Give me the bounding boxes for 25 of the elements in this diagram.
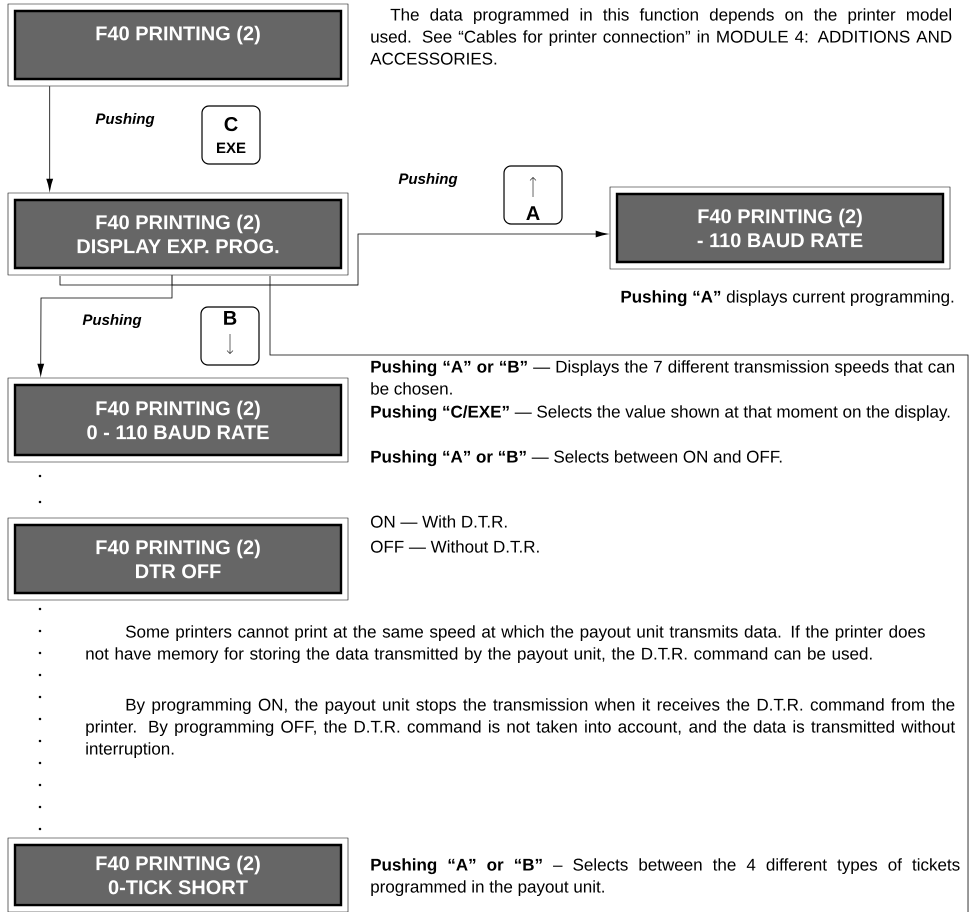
- lcd-display: F40 PRINTING (2) - 110 BAUD RATE: [610, 186, 950, 270]
- keypad-key: A: [503, 165, 563, 225]
- arrow: [46, 86, 54, 191]
- edge-label: Pushing: [397, 172, 459, 188]
- edge-label: Pushing: [81, 313, 143, 329]
- lcd-display: F40 PRINTING (2) DISPLAY EXP. PROG.: [8, 192, 348, 276]
- paragraph: Pushing “A” or “B” — Selects between ON and OFF.: [371, 450, 782, 466]
- paragraph: Pushing “A” or “B” – Selects between the 4 different types of tickets programmed in the payout unit.: [371, 858, 960, 896]
- arrow: [37, 274, 172, 376]
- lcd-display: F40 PRINTING (2) 0 - 110 BAUD RATE: [8, 378, 348, 462]
- lcd-display: F40 PRINTING (2) DTR OFF: [8, 518, 348, 600]
- keypad-key: B: [200, 306, 260, 366]
- paragraph: Pushing “A” or “B” — Displays the 7 different transmission speeds that can be chosen.: [371, 360, 954, 395]
- arrow: [172, 230, 608, 286]
- paragraph: Some printers cannot print at the same speed at which the payout unit transmits data. If the printer does not have memory for storing the data transmitted by the payout unit, the D.T.R. command can be used.: [86, 625, 925, 664]
- paragraph: Pushing “C/EXE” — Selects the value shown at that moment on the display.: [371, 405, 950, 422]
- paragraph: By programming ON, the payout unit stops the transmission when it receives the D.T.R. command from the printer. By programming OFF, the D.T.R. command is not taken into account, and the data is transmitted without interruption.: [86, 698, 955, 758]
- paragraph: OFF — Without D.T.R.: [371, 540, 539, 553]
- lcd-display: F40 PRINTING (2) 0-TICK SHORT: [8, 838, 348, 912]
- keypad-key: C EXE: [201, 105, 261, 165]
- lcd-display: F40 PRINTING (2): [8, 4, 348, 86]
- paragraph: ON — With D.T.R.: [371, 515, 507, 528]
- edge-label: Pushing: [94, 112, 156, 128]
- paragraph: The data programmed in this function depends on the printer model used. See “Cables for printer connection” in MODULE 4: ADDITIONS AND ACCESSORIES.: [370, 8, 952, 65]
- paragraph: Pushing “A” displays current programming.: [622, 290, 954, 306]
